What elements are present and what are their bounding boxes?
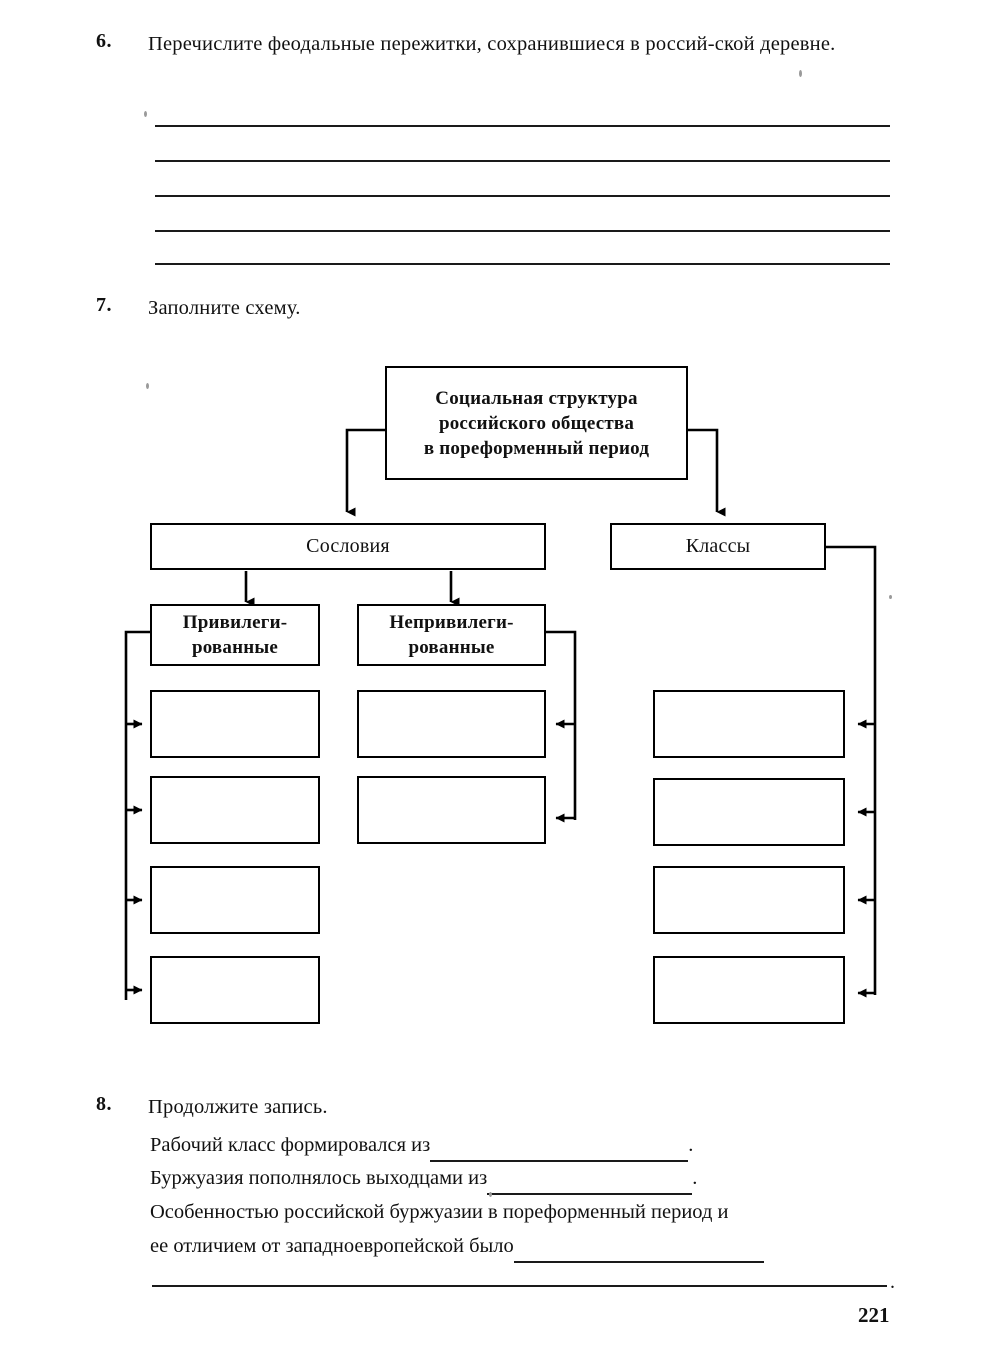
- exercise-8-line-3: Особенностью российской буржуазии в поре…: [150, 1196, 728, 1229]
- diagram-blank-box-class-1[interactable]: [653, 690, 845, 758]
- exercise-7-number: 7.: [96, 294, 112, 316]
- scan-speck: [489, 1192, 492, 1197]
- diagram-blank-box-class-3[interactable]: [653, 866, 845, 934]
- scan-speck: [889, 595, 892, 599]
- diagram-estate-privileged: Привилеги- рованные: [150, 604, 320, 666]
- exercise-6-prompt: Перечислите феодальные пережитки, сохран…: [148, 33, 836, 55]
- exercise-8-number: 8.: [96, 1093, 112, 1115]
- exercise-6-number: 6.: [96, 30, 112, 52]
- exercise-8-line-1-text: Рабочий класс формировался из: [150, 1134, 431, 1156]
- diagram-blank-box-unprivileged-2[interactable]: [357, 776, 546, 844]
- diagram-title-label: Социальная структура российского обществ…: [423, 387, 650, 459]
- exercise-8-prompt: Продолжите запись.: [148, 1096, 328, 1118]
- exercise-8-blank-3[interactable]: [513, 1241, 764, 1263]
- diagram-estate-privileged-label: Привилеги- рованные: [182, 612, 288, 658]
- diagram-branch-classes: Классы: [610, 523, 826, 570]
- diagram-branch-classes-label: Классы: [685, 535, 751, 557]
- answer-rule-4[interactable]: [155, 230, 890, 232]
- diagram-blank-box-privileged-4[interactable]: [150, 956, 320, 1024]
- exercise-8-blank-2[interactable]: [487, 1173, 693, 1195]
- exercise-8-line-2-text: Буржуазия пополнялось выходцами из: [150, 1167, 488, 1189]
- exercise-8-final-period: .: [890, 1271, 895, 1293]
- diagram-blank-box-class-4[interactable]: [653, 956, 845, 1024]
- exercise-8-line-1: Рабочий класс формировался из.: [150, 1129, 693, 1162]
- exercise-8-line-2-period: .: [692, 1167, 698, 1189]
- exercise-8-line-2: Буржуазия пополнялось выходцами из.: [150, 1162, 697, 1195]
- diagram-blank-box-class-2[interactable]: [653, 778, 845, 846]
- exercise-8-line-1-period: .: [688, 1134, 694, 1156]
- exercise-8-blank-1[interactable]: [430, 1140, 689, 1162]
- answer-rule-3[interactable]: [155, 195, 890, 197]
- scan-speck: [799, 70, 802, 77]
- answer-rule-1[interactable]: [155, 125, 890, 127]
- answer-rule-5[interactable]: [155, 263, 890, 265]
- diagram-branch-estates: Сословия: [150, 523, 546, 570]
- diagram-blank-box-privileged-2[interactable]: [150, 776, 320, 844]
- diagram-branch-estates-label: Сословия: [306, 535, 390, 557]
- exercise-8-line-3-text: Особенностью российской буржуазии в поре…: [150, 1201, 729, 1223]
- exercise-7-prompt: Заполните схему.: [148, 297, 301, 319]
- diagram-estate-unprivileged-label: Непривилеги- рованные: [389, 612, 514, 658]
- scan-speck: [146, 383, 149, 389]
- diagram-blank-box-privileged-1[interactable]: [150, 690, 320, 758]
- page-number: 221: [858, 1303, 890, 1327]
- exercise-8-line-4-text: ее отличием от западноевропейской было: [150, 1235, 514, 1257]
- exercise-8-line-4: ее отличием от западноевропейской было: [150, 1230, 764, 1263]
- answer-rule-2[interactable]: [155, 160, 890, 162]
- diagram-blank-box-privileged-3[interactable]: [150, 866, 320, 934]
- diagram-blank-box-unprivileged-1[interactable]: [357, 690, 546, 758]
- diagram-title-box: Социальная структура российского обществ…: [385, 366, 688, 480]
- scan-speck: [144, 111, 147, 117]
- diagram-estate-unprivileged: Непривилеги- рованные: [357, 604, 546, 666]
- exercise-8-final-rule[interactable]: [152, 1285, 887, 1287]
